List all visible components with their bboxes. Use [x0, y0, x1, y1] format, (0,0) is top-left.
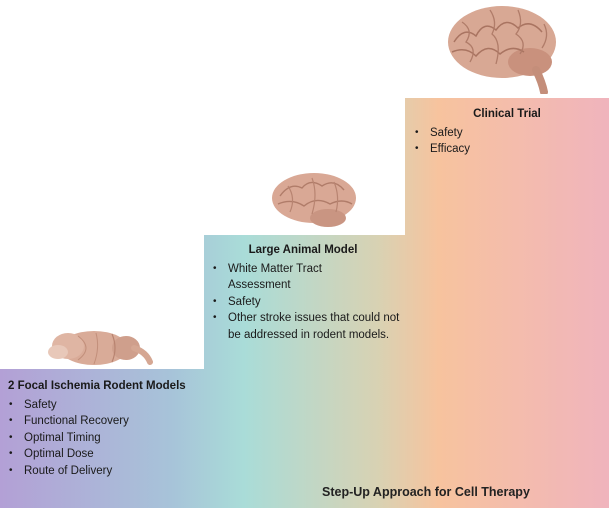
list-item: •Route of Delivery [4, 463, 204, 480]
bullet-list: •Safety •Efficacy [410, 125, 604, 158]
bullet-list: •Safety •Functional Recovery •Optimal Ti… [4, 397, 204, 480]
bullet-icon: • [9, 448, 13, 459]
step-clinical-trial: Clinical Trial •Safety •Efficacy [410, 106, 604, 158]
step-large-animal-model: Large Animal Model •White Matter Tract A… [208, 242, 399, 344]
step-title: Clinical Trial [473, 108, 541, 120]
bullet-icon: • [415, 126, 419, 138]
rodent-brain-icon [48, 331, 153, 365]
list-item: •Functional Recovery [4, 413, 204, 430]
list-item: •White Matter Tract Assessment [213, 262, 322, 292]
bullet-icon: • [9, 464, 13, 476]
bullet-icon: • [9, 431, 13, 443]
list-item: •Safety [208, 294, 398, 311]
bullet-icon: • [213, 262, 217, 274]
step-title: Large Animal Model [248, 244, 358, 256]
step-title: 2 Focal Ischemia Rodent Models [8, 380, 186, 392]
bullet-icon: • [9, 398, 13, 410]
list-item: •Optimal Timing [4, 430, 204, 447]
bullet-icon: • [415, 143, 419, 154]
step-rodent-models: 2 Focal Ischemia Rodent Models •Safety •… [4, 378, 204, 479]
list-item: •Other stroke issues that could not be a… [213, 312, 400, 341]
large-animal-brain-icon [272, 173, 356, 227]
human-brain-icon [448, 6, 556, 94]
bullet-list: •White Matter Tract Assessment •Safety •… [208, 261, 399, 344]
bullet-icon: • [213, 312, 217, 323]
list-item: •Optimal Dose [4, 446, 204, 463]
bullet-icon: • [9, 415, 13, 426]
list-item: •Safety [410, 125, 604, 142]
list-item: •Efficacy [410, 141, 604, 158]
bullet-icon: • [213, 295, 217, 307]
list-item: •Safety [4, 397, 204, 414]
staircase-shape [0, 98, 609, 508]
diagram-title: Step-Up Approach for Cell Therapy [322, 485, 530, 499]
